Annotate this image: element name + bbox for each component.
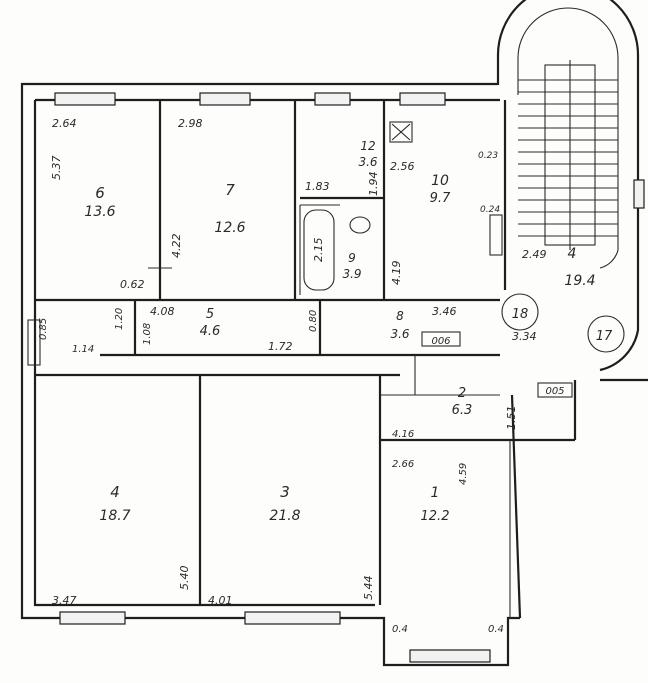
room-5-number: 5	[206, 307, 214, 322]
fixtures	[27, 121, 503, 366]
room-9-number: 9	[348, 251, 356, 265]
stairwell	[496, 0, 645, 372]
dim-5-44: 5.44	[362, 576, 375, 601]
dim-4-59: 4.59	[458, 463, 469, 485]
room-8-area: 3.6	[390, 327, 409, 341]
room-4-stair-number: 4	[568, 246, 577, 262]
window	[244, 611, 341, 625]
dim-4-22: 4.22	[170, 234, 183, 259]
box-005	[537, 382, 573, 398]
room-4-area: 18.7	[99, 508, 130, 524]
window	[409, 649, 491, 663]
dim-2-98: 2.98	[178, 117, 203, 130]
wall-niche	[27, 319, 41, 366]
dim-1-72: 1.72	[268, 340, 293, 353]
room-2-area: 6.3	[452, 403, 473, 418]
room-6-number: 6	[95, 184, 105, 202]
room-labels: 6 13.6 7 12.6 12 3.6 10 9.7 9 3.9 5 4.6 …	[84, 139, 595, 524]
dim-0-62: 0.62	[120, 278, 145, 291]
room-12-number: 12	[360, 139, 375, 153]
dim-3-47: 3.47	[52, 594, 77, 607]
room-4-stair-area: 19.4	[564, 273, 595, 289]
dim-1-20: 1.20	[114, 308, 125, 330]
dim-0-4-left: 0.4	[392, 624, 408, 635]
dim-4-01: 4.01	[208, 594, 233, 607]
dim-1-51: 1.51	[505, 406, 518, 431]
room-5-area: 4.6	[200, 324, 221, 339]
dim-0-80: 0.80	[308, 310, 319, 332]
window	[314, 92, 351, 106]
room-2-number: 2	[458, 386, 466, 401]
room-7-area: 12.6	[214, 220, 245, 236]
box-label-005: 005	[545, 386, 564, 397]
dim-4-08: 4.08	[150, 305, 175, 318]
dimensions: 2.64 2.98 5.37 4.22 0.62 1.83 1.94 2.15 …	[38, 117, 547, 635]
room-7-number: 7	[225, 181, 235, 199]
dim-0-24: 0.24	[480, 205, 500, 215]
dim-0-85: 0.85	[38, 318, 49, 340]
dim-0-23: 0.23	[478, 151, 498, 161]
room-12-area: 3.6	[358, 155, 377, 169]
dim-1-83: 1.83	[305, 180, 330, 193]
stair-steps	[518, 79, 618, 237]
dim-2-56: 2.56	[390, 160, 415, 173]
room-9-area: 3.9	[342, 267, 361, 281]
room-10-number: 10	[431, 173, 449, 189]
dim-1-08: 1.08	[142, 323, 153, 345]
dim-2-49: 2.49	[522, 248, 547, 261]
circle-mark-17	[587, 315, 625, 353]
box-label-006: 006	[431, 336, 450, 347]
toilet	[349, 216, 371, 234]
dim-1-14: 1.14	[72, 344, 94, 355]
room-3-number: 3	[280, 483, 290, 501]
window	[59, 611, 126, 625]
vent-box	[389, 121, 413, 143]
room-8-number: 8	[396, 309, 404, 323]
room-1-area: 12.2	[421, 509, 450, 524]
dim-1-94: 1.94	[367, 172, 380, 197]
circle-mark-18-label: 18	[512, 307, 529, 322]
dim-4-19: 4.19	[390, 261, 403, 286]
room-10-area: 9.7	[430, 191, 451, 206]
interior-walls	[35, 100, 577, 618]
bathtub	[303, 209, 335, 291]
dim-4-16: 4.16	[392, 429, 414, 440]
circle-mark-17-label: 17	[596, 329, 613, 344]
room-4-number: 4	[110, 483, 120, 501]
dim-3-46: 3.46	[432, 305, 457, 318]
dim-0-4-right: 0.4	[488, 624, 504, 635]
window	[399, 92, 446, 106]
room-1-number: 1	[431, 485, 440, 501]
dim-5-37: 5.37	[50, 156, 63, 181]
dim-3-34: 3.34	[512, 330, 537, 343]
circle-mark-18	[501, 293, 539, 331]
window	[54, 92, 116, 106]
markers: 18 17 006 005	[431, 293, 625, 398]
windows	[54, 92, 491, 663]
room-3-area: 21.8	[269, 508, 300, 524]
chimney	[421, 331, 461, 347]
room-6-area: 13.6	[84, 204, 115, 220]
wall-niche	[489, 214, 503, 256]
dim-2-66: 2.66	[392, 459, 414, 470]
dim-5-40: 5.40	[178, 566, 191, 591]
dim-2-64: 2.64	[52, 117, 77, 130]
window	[199, 92, 251, 106]
dim-2-15: 2.15	[312, 238, 325, 263]
